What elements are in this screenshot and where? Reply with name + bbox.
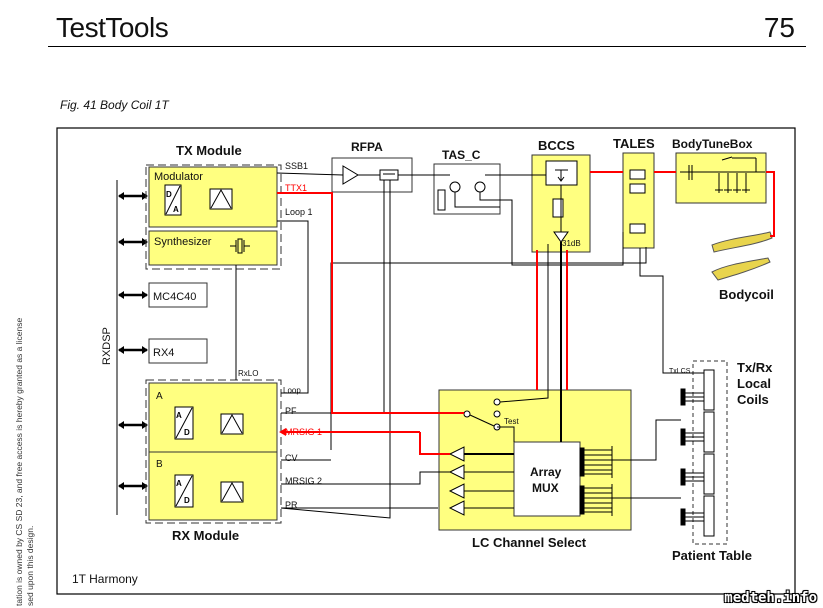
figure-frame — [56, 127, 796, 595]
synthesizer-label: Synthesizer — [154, 236, 212, 248]
ad-converter-a-icon: A D — [174, 406, 194, 440]
signal-mrsig2: MRSIG 2 — [285, 476, 322, 486]
lc-channel-select-label: LC Channel Select — [472, 535, 587, 550]
tales-label: TALES — [613, 136, 655, 151]
rx-channel-b-label: B — [156, 459, 163, 470]
rx-amp-b-icon — [220, 481, 244, 503]
bodycoil-upper-shape — [711, 231, 773, 253]
rx-module-boundary — [145, 379, 282, 524]
rx-channel-a-block — [148, 382, 278, 453]
rxdsp-label: RXDSP — [101, 327, 113, 365]
mux-connector-icons — [579, 446, 628, 516]
bodytunebox-block — [675, 152, 767, 204]
page-header-title: TestTools — [56, 12, 169, 43]
lc-buffer-amp-icons — [448, 446, 465, 516]
synthesizer-block — [148, 230, 278, 266]
da-label-a: A — [173, 205, 179, 214]
rx-module-title: RX Module — [172, 528, 239, 543]
array-mux-line-2: MUX — [532, 481, 559, 495]
rx4-block — [148, 338, 208, 364]
array-mux-line-1: Array — [530, 465, 562, 479]
svg-text:A: A — [176, 411, 182, 420]
rfpa-label: RFPA — [351, 140, 383, 154]
rx-amp-a-icon — [220, 413, 244, 435]
signal-loop1: Loop 1 — [285, 207, 313, 217]
tas-c-label: TAS_C — [442, 148, 481, 162]
tx-module-title: TX Module — [176, 143, 242, 158]
test-label: Test — [504, 417, 519, 426]
tales-switch-icons — [629, 169, 646, 234]
bodytunebox-capacitor-icons — [680, 156, 765, 193]
modulator-amp-icon — [209, 188, 233, 210]
signal-rxlo: RxLO — [238, 369, 258, 378]
bccs-coupler-icon — [552, 198, 564, 218]
signal-ssb1: SSB1 — [285, 161, 308, 171]
rx4-label: RX4 — [153, 347, 174, 359]
tales-block — [622, 152, 655, 249]
bus-arrowheads — [118, 192, 148, 490]
local-coils-line-2: Local — [737, 376, 771, 391]
local-coil-connector-icons — [703, 369, 715, 537]
signal-txlcs: TxLCS — [669, 368, 691, 375]
tas-c-circulator-icons — [437, 181, 486, 211]
rx-channel-b-block — [148, 451, 278, 521]
header-rule — [48, 46, 806, 47]
lc-internal-lines — [464, 453, 514, 509]
da-label-d: D — [166, 190, 172, 199]
svg-text:D: D — [184, 428, 190, 437]
signal-pf: PF — [285, 406, 297, 416]
rx-channel-a-label: A — [156, 391, 163, 402]
patient-table-label: Patient Table — [672, 548, 752, 563]
rfpa-coupler-icon — [379, 169, 399, 181]
patient-table-boundary — [692, 360, 728, 545]
tx-module-boundary — [145, 164, 282, 270]
bccs-label: BCCS — [538, 138, 575, 153]
rf-transmit-path — [277, 171, 775, 455]
page-number: 75 — [763, 12, 795, 43]
array-mux-block — [513, 441, 581, 517]
ad-converter-b-icon: A D — [174, 474, 194, 508]
local-coils-line-3: Coils — [737, 392, 769, 407]
bccs-attenuation-label: 31dB — [562, 239, 581, 248]
crystal-icon — [230, 238, 250, 254]
mc4c40-block — [148, 282, 208, 308]
bodytunebox-label: BodyTuneBox — [672, 137, 753, 151]
mrsig1-arrowhead — [279, 428, 286, 436]
mc4c40-label: MC4C40 — [153, 291, 196, 303]
signal-cv: CV — [285, 453, 298, 463]
patient-table-plug-icons — [680, 388, 704, 526]
svg-text:D: D — [184, 496, 190, 505]
svg-text:A: A — [176, 479, 182, 488]
bodycoil-lower-shape — [711, 257, 771, 281]
test-switch-icon — [463, 398, 501, 431]
signal-lines — [235, 172, 704, 519]
bodycoil-label: Bodycoil — [719, 287, 774, 302]
figure-caption: Fig. 41 Body Coil 1T — [60, 98, 169, 112]
local-coils-line-1: Tx/Rx — [737, 360, 773, 375]
signal-loop: Loop — [283, 386, 301, 395]
watermark: medteh.info — [724, 590, 817, 606]
signal-ttx1: TTX1 — [285, 183, 307, 193]
modulator-label: Modulator — [154, 171, 203, 183]
signal-pr: PR — [285, 500, 298, 510]
figure-footer-label: 1T Harmony — [72, 572, 138, 586]
